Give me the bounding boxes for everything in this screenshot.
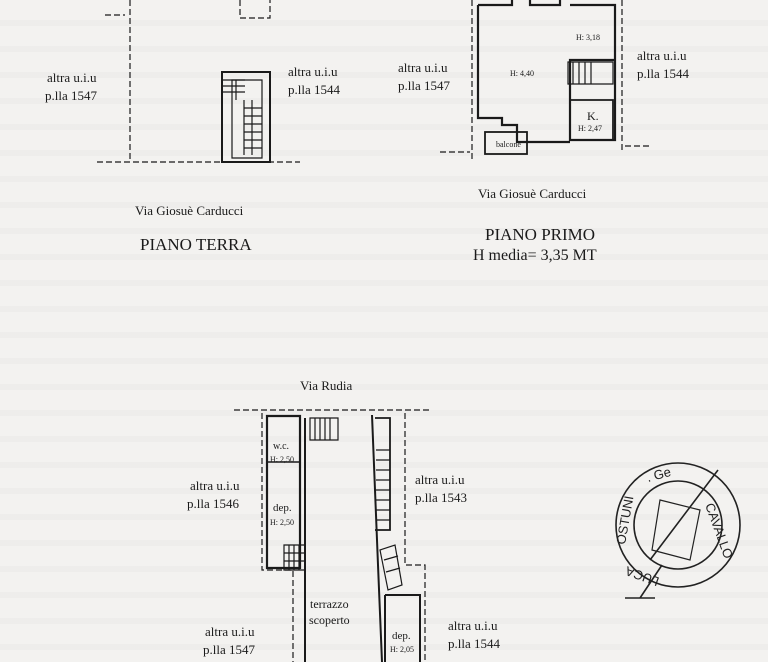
street-label: Via Rudia <box>300 378 353 393</box>
unit-parcel: p.lla 1546 <box>187 496 239 511</box>
storage-label: dep. <box>273 502 292 514</box>
street-label: Via Giosuè Carducci <box>135 203 244 218</box>
unit-label: altra u.i.u <box>398 60 448 75</box>
average-height: H media= 3,35 MT <box>473 247 597 264</box>
room-height: H: 2,50 <box>270 518 294 527</box>
floor-title: PIANO PRIMO <box>485 225 596 244</box>
room-height: H: 2,47 <box>578 124 602 133</box>
unit-label: altra u.i.u <box>415 472 465 487</box>
unit-label: altra u.i.u <box>448 618 498 633</box>
unit-label: altra u.i.u <box>190 478 240 493</box>
unit-parcel: p.lla 1544 <box>637 66 689 81</box>
room-height: H: 2,05 <box>390 645 414 654</box>
unit-parcel: p.lla 1544 <box>288 82 340 97</box>
terrace-label: scoperto <box>309 613 350 627</box>
storage-label: dep. <box>392 630 411 642</box>
wc-label: w.c. <box>273 441 290 452</box>
street-label: Via Giosuè Carducci <box>478 186 587 201</box>
ground-floor-plan <box>97 0 300 163</box>
stamp-seal: . Ge CAVALLO OSTUNI LUCA <box>613 462 741 599</box>
balcony-label: balcone <box>496 140 521 149</box>
unit-parcel: p.lla 1543 <box>415 490 467 505</box>
terrace-label: terrazzo <box>310 597 349 611</box>
first-floor-plan <box>440 0 650 160</box>
unit-parcel: p.lla 1547 <box>203 642 255 657</box>
second-floor-plan <box>234 409 430 662</box>
svg-text:OSTUNI: OSTUNI <box>613 495 636 546</box>
room-height: H: 3,18 <box>576 33 600 42</box>
svg-text:CAVALLO: CAVALLO <box>702 501 736 561</box>
unit-label: altra u.i.u <box>205 624 255 639</box>
unit-parcel: p.lla 1547 <box>45 88 97 103</box>
unit-label: altra u.i.u <box>288 64 338 79</box>
unit-label: altra u.i.u <box>637 48 687 63</box>
svg-text:. Ge: . Ge <box>645 464 673 485</box>
floor-title: PIANO TERRA <box>140 235 252 254</box>
kitchen-label: K. <box>587 109 599 123</box>
unit-label: altra u.i.u <box>47 70 97 85</box>
room-height: H: 2,50 <box>270 455 294 464</box>
unit-parcel: p.lla 1544 <box>448 636 500 651</box>
room-height: H: 4,40 <box>510 69 534 78</box>
svg-text:LUCA: LUCA <box>623 563 661 589</box>
unit-parcel: p.lla 1547 <box>398 78 450 93</box>
